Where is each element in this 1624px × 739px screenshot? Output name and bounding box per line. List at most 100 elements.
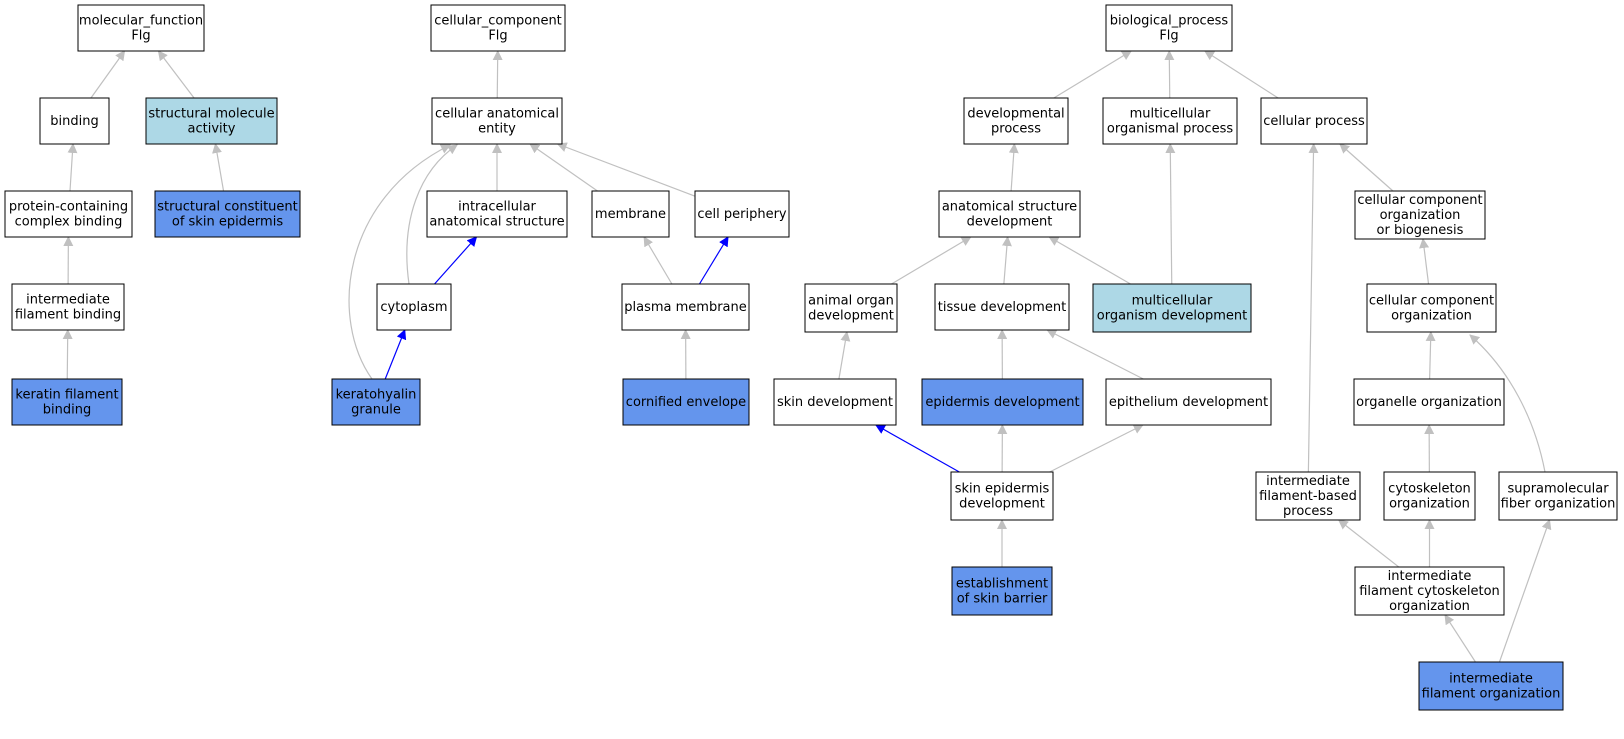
node-label-line: structural molecule	[148, 107, 274, 122]
node-box	[1366, 283, 1497, 333]
node-label-line: filament cytoskeleton	[1359, 584, 1500, 599]
edge-asd-to-dp	[1008, 143, 1019, 192]
edge-epd-to-td	[1046, 329, 1144, 380]
node-label-line: organization	[1389, 599, 1470, 614]
node-box	[39, 97, 110, 145]
node-box	[1418, 661, 1564, 711]
node-label-line: cellular component	[1369, 294, 1494, 309]
node-label-line: organelle organization	[1356, 395, 1502, 410]
node-oo: organelle organization	[1353, 378, 1505, 426]
node-label-line: establishment	[956, 577, 1048, 592]
edge-sed-to-epd	[1049, 424, 1144, 473]
node-label-line: membrane	[595, 207, 666, 222]
node-box	[11, 283, 125, 331]
node-ce: cornified envelope	[622, 378, 750, 426]
node-cper: cell periphery	[694, 190, 790, 238]
node-label-line: biological_process	[1110, 14, 1229, 29]
edge-ifo-to-sfo	[1498, 519, 1552, 663]
edge-aod-to-asd	[891, 236, 972, 285]
node-box	[1092, 283, 1252, 333]
node-label-line: multicellular	[1132, 294, 1213, 309]
node-label-line: of skin barrier	[957, 592, 1048, 607]
edge-ifbp-to-cp	[1307, 143, 1319, 473]
node-sd: skin development	[773, 378, 897, 426]
node-label-line: tissue development	[938, 300, 1066, 315]
edge-ccob-to-cp	[1339, 143, 1394, 192]
node-label-line: of skin epidermis	[172, 215, 283, 230]
node-label-line: intermediate	[26, 293, 110, 308]
node-box	[1105, 4, 1233, 52]
node-label-line: cellular_component	[434, 14, 562, 29]
edge-td-to-asd	[1001, 236, 1012, 285]
node-label-line: multicellular	[1130, 107, 1211, 122]
node-label-line: skin development	[777, 395, 893, 410]
node-ed: epidermis development	[921, 378, 1084, 426]
node-box	[773, 378, 897, 426]
node-label-line: development	[959, 497, 1045, 512]
node-label-line: binding	[50, 114, 98, 129]
edge-kfb-to-ifb	[62, 329, 73, 380]
node-label-line: complex binding	[15, 215, 123, 230]
node-label-line: animal organ	[808, 294, 894, 309]
edge-mop-to-bp	[1164, 50, 1175, 99]
edge-cper-to-cae	[556, 142, 696, 197]
node-box	[430, 4, 566, 52]
node-box	[145, 97, 278, 145]
node-label-line: organization	[1389, 497, 1470, 512]
node-label-line: epithelium development	[1109, 395, 1268, 410]
node-box	[1260, 97, 1368, 145]
node-box	[804, 283, 898, 333]
edge-sfo-to-cco	[1469, 334, 1546, 473]
node-box	[1102, 97, 1238, 145]
node-box	[154, 190, 301, 238]
node-box	[426, 190, 568, 238]
edge-ifo-to-ifco	[1444, 614, 1476, 663]
node-label-line: keratin filament	[15, 388, 118, 403]
node-label-line: filament-based	[1259, 489, 1357, 504]
node-label-line: Flg	[131, 29, 150, 44]
node-bind: binding	[39, 97, 110, 145]
edge-pm-to-cper	[698, 236, 729, 285]
node-box	[938, 190, 1081, 238]
node-label-line: cellular process	[1263, 114, 1365, 129]
node-label-line: intracellular	[458, 200, 536, 215]
node-label-line: cornified envelope	[626, 395, 746, 410]
node-box	[331, 378, 421, 426]
node-box	[591, 190, 670, 238]
node-label-line: organization	[1391, 309, 1472, 324]
edge-cyto-to-cae	[406, 144, 458, 285]
node-label-line: organism development	[1097, 309, 1247, 324]
node-label-line: development	[967, 215, 1053, 230]
node-label-line: entity	[478, 122, 516, 137]
node-label-line: Flg	[488, 29, 507, 44]
node-label-line: granule	[351, 403, 401, 418]
node-td: tissue development	[934, 283, 1070, 331]
node-label-line: anatomical structure	[942, 200, 1077, 215]
node-box	[1353, 378, 1505, 426]
edge-scse-to-sma	[212, 143, 225, 192]
edge-kg-to-cae	[348, 144, 451, 380]
node-label-line: filament binding	[15, 308, 121, 323]
node-box	[921, 378, 1084, 426]
node-label-line: process	[991, 122, 1041, 137]
edge-sma-to-mf	[157, 50, 195, 99]
edge-cae-to-cc	[492, 50, 503, 99]
edge-dp-to-bp	[1053, 50, 1133, 99]
node-box	[951, 566, 1053, 616]
edges-layer	[62, 50, 1552, 663]
edge-oo-to-cco	[1425, 331, 1436, 380]
node-box	[431, 97, 563, 145]
node-label-line: cytoplasm	[380, 300, 447, 315]
edge-sed-to-sd	[874, 424, 960, 473]
edge-pcb-to-bind	[67, 143, 78, 192]
